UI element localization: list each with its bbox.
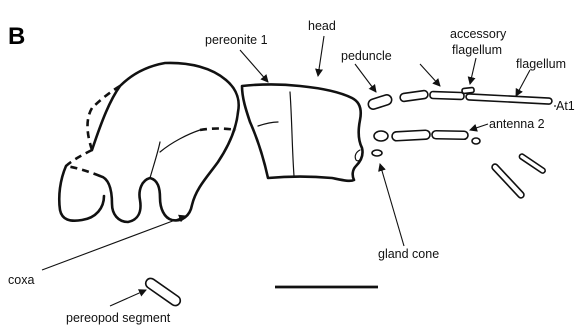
gland-cone-arrow	[380, 164, 404, 246]
label-accessory-flagellum-line2: flagellum	[452, 43, 502, 57]
label-at1: At1	[556, 99, 575, 113]
pereopod-segment-arrow	[110, 290, 146, 306]
coxa-arrow	[42, 216, 186, 270]
antenna-2	[372, 130, 480, 156]
label-pereonite-1: pereonite 1	[205, 33, 268, 47]
head-arrow	[318, 36, 324, 76]
labels: pereonite 1 head peduncle accessory flag…	[8, 19, 575, 325]
label-head: head	[308, 19, 336, 33]
label-antenna-2: antenna 2	[489, 117, 545, 131]
loose-segments	[144, 153, 546, 307]
peduncle-segment-2	[400, 90, 429, 102]
pereonite-head-outline	[242, 85, 363, 181]
label-accessory-flagellum-line1: accessory	[450, 27, 507, 41]
detached-segment-long	[491, 163, 525, 199]
label-coxa: coxa	[8, 273, 34, 287]
label-pereopod-segment: pereopod segment	[66, 311, 171, 325]
antenna-2-arrow	[470, 124, 488, 130]
label-gland-cone: gland cone	[378, 247, 439, 261]
peduncle-segment-3	[430, 91, 464, 99]
peduncle-segment-1	[367, 94, 393, 111]
gland-cone-shape	[372, 150, 382, 156]
accessory-flagellum-shape	[462, 87, 474, 93]
antenna-2-tip	[472, 138, 480, 144]
antenna-2-base	[374, 131, 388, 141]
pereonite-1-arrow	[240, 50, 268, 82]
peduncle-arrow-1	[355, 64, 376, 92]
accessory-flagellum-arrow	[470, 58, 476, 84]
antenna-1	[367, 87, 552, 110]
detached-segment-short	[518, 153, 546, 174]
peduncle-arrow-2	[420, 64, 440, 86]
label-flagellum: flagellum	[516, 57, 566, 71]
annotation-arrows	[42, 36, 556, 306]
antenna-2-segment-2	[432, 131, 468, 140]
antenna-2-segment-1	[392, 130, 430, 141]
flagellum-shape	[466, 94, 552, 104]
pereopod-segment-shape	[144, 276, 183, 307]
coxa-body-outline	[59, 63, 238, 222]
flagellum-arrow	[516, 70, 530, 96]
panel-label: B	[8, 23, 25, 50]
label-peduncle: peduncle	[341, 49, 392, 63]
